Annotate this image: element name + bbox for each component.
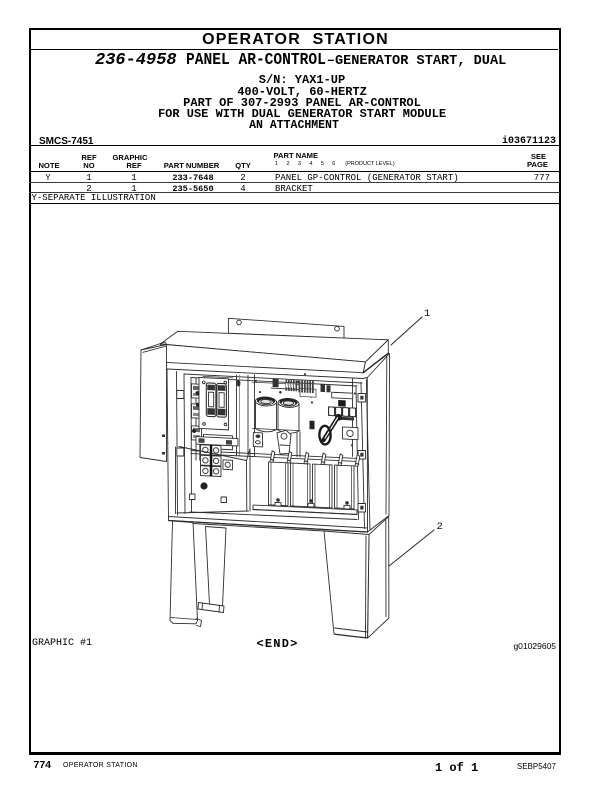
svg-text:1: 1 xyxy=(424,308,430,320)
svg-text:2: 2 xyxy=(437,521,443,533)
